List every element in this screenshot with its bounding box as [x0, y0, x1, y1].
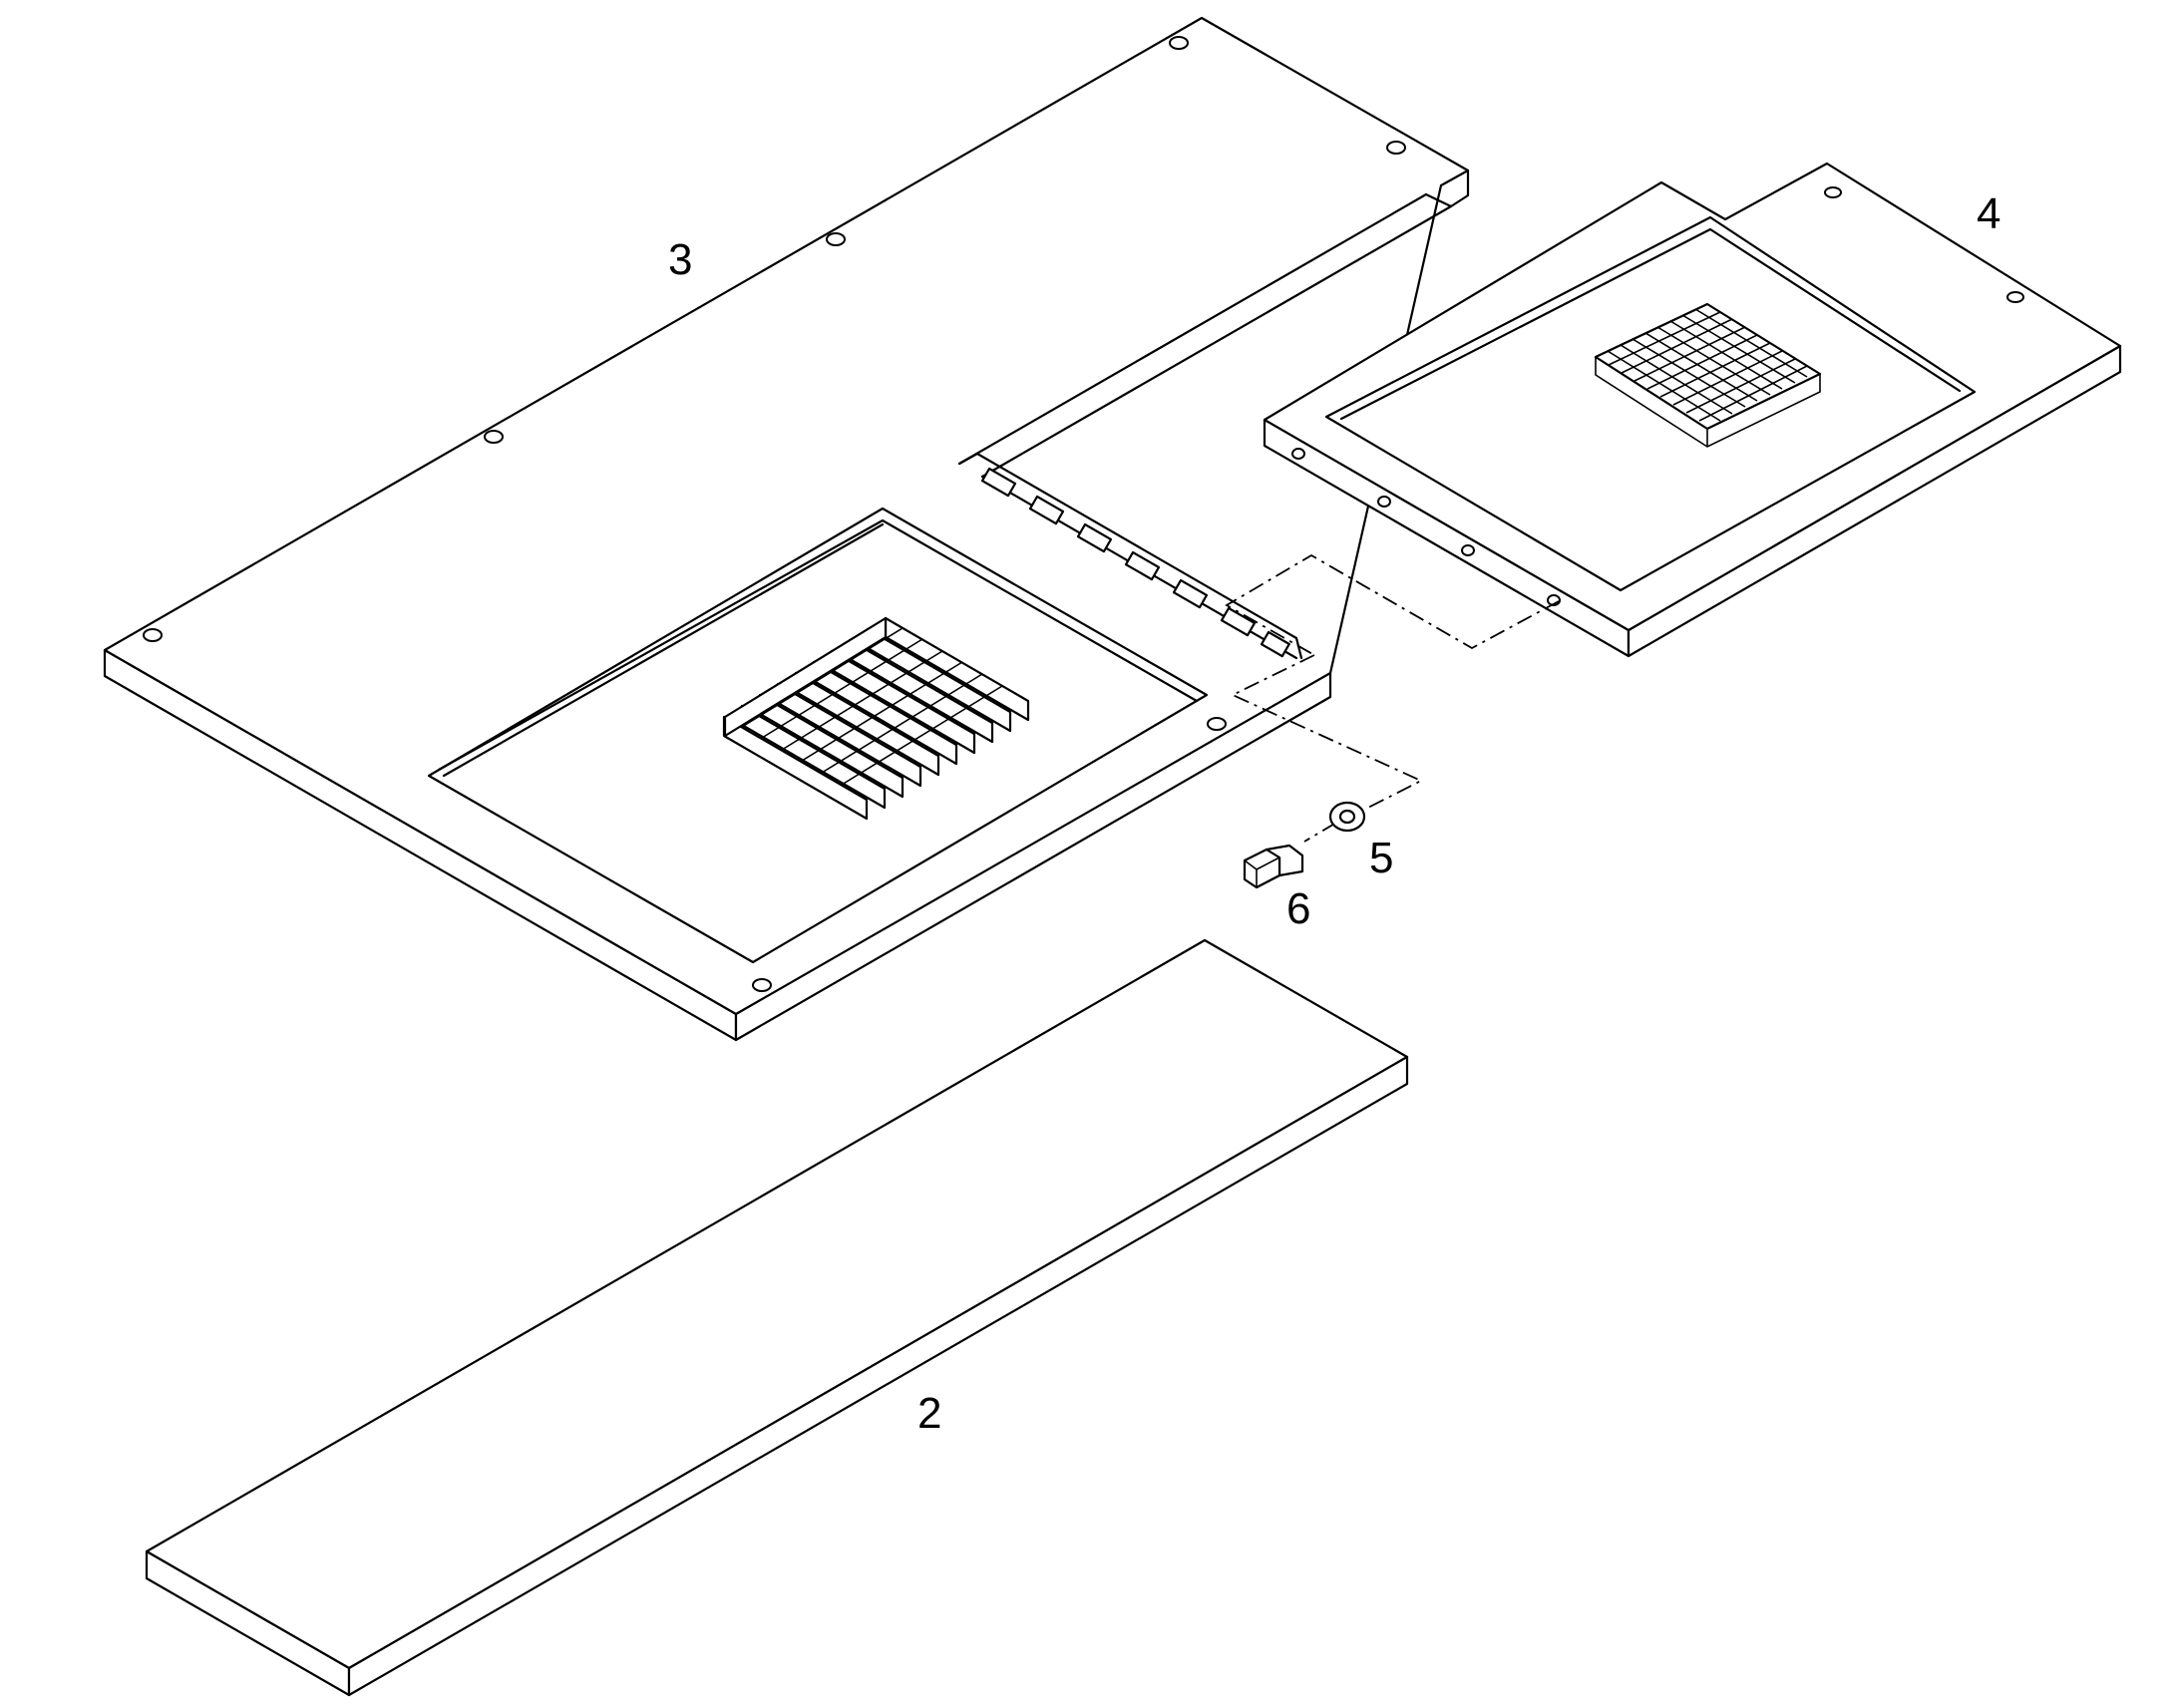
callout-2: 2	[917, 1389, 941, 1438]
callout-5: 5	[1369, 834, 1393, 882]
part-3-panel	[103, 16, 1470, 1042]
callout-3: 3	[668, 235, 692, 284]
hinge-knuckles	[980, 467, 1290, 658]
part-4-frame	[1263, 162, 2122, 658]
part-5-washer	[1328, 801, 1366, 833]
callout-4: 4	[1977, 189, 2000, 238]
square-grid-4	[1594, 302, 1822, 448]
slot-grid-3	[722, 616, 1030, 821]
callout-6: 6	[1286, 884, 1310, 933]
assembly-centerlines	[1225, 553, 1560, 843]
part-6-bolt	[1243, 844, 1304, 889]
part-2-base-slab	[145, 938, 1409, 1697]
